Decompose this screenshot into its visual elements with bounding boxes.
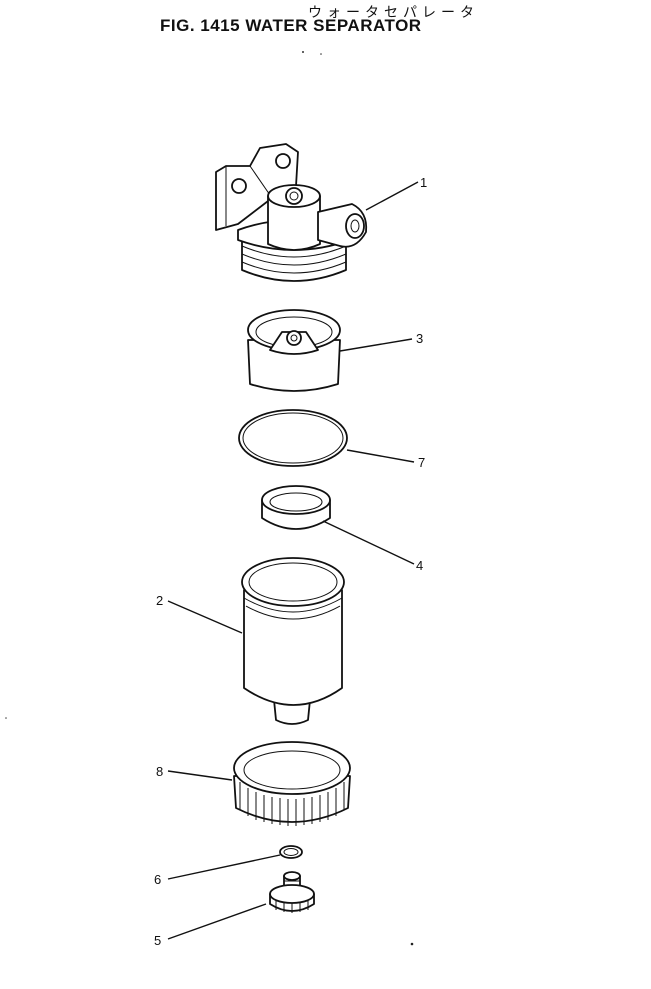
leader-7 [346, 449, 415, 463]
leader-1 [365, 181, 419, 211]
callout-4: 4 [416, 558, 423, 573]
callout-2: 2 [156, 593, 163, 608]
callout-1: 1 [420, 175, 427, 190]
scan-specks [5, 51, 414, 946]
callout-3: 3 [416, 331, 423, 346]
part-8-retaining-ring [233, 741, 351, 826]
callout-8: 8 [156, 764, 163, 779]
leader-3 [339, 338, 413, 352]
leader-8 [167, 770, 233, 781]
part-6-small-o-ring [279, 845, 303, 859]
leader-lines [167, 181, 419, 940]
leader-4 [322, 520, 415, 565]
callout-5: 5 [154, 933, 161, 948]
japanese-title: ウォータセパレータ [308, 5, 479, 21]
leader-6 [167, 854, 281, 880]
part-1-separator-head [215, 143, 368, 282]
leader-2 [167, 600, 243, 634]
leader-5 [167, 903, 267, 940]
part-3-cup [247, 309, 341, 392]
part-7-o-ring [238, 409, 348, 467]
part-4-seal-ring [261, 485, 331, 530]
part-5-drain-plug [269, 871, 315, 913]
part-2-bowl [241, 557, 345, 725]
callout-7: 7 [418, 455, 425, 470]
figure-title: FIG. 1415 WATER SEPARATOR [160, 16, 422, 35]
callout-6: 6 [154, 872, 161, 887]
